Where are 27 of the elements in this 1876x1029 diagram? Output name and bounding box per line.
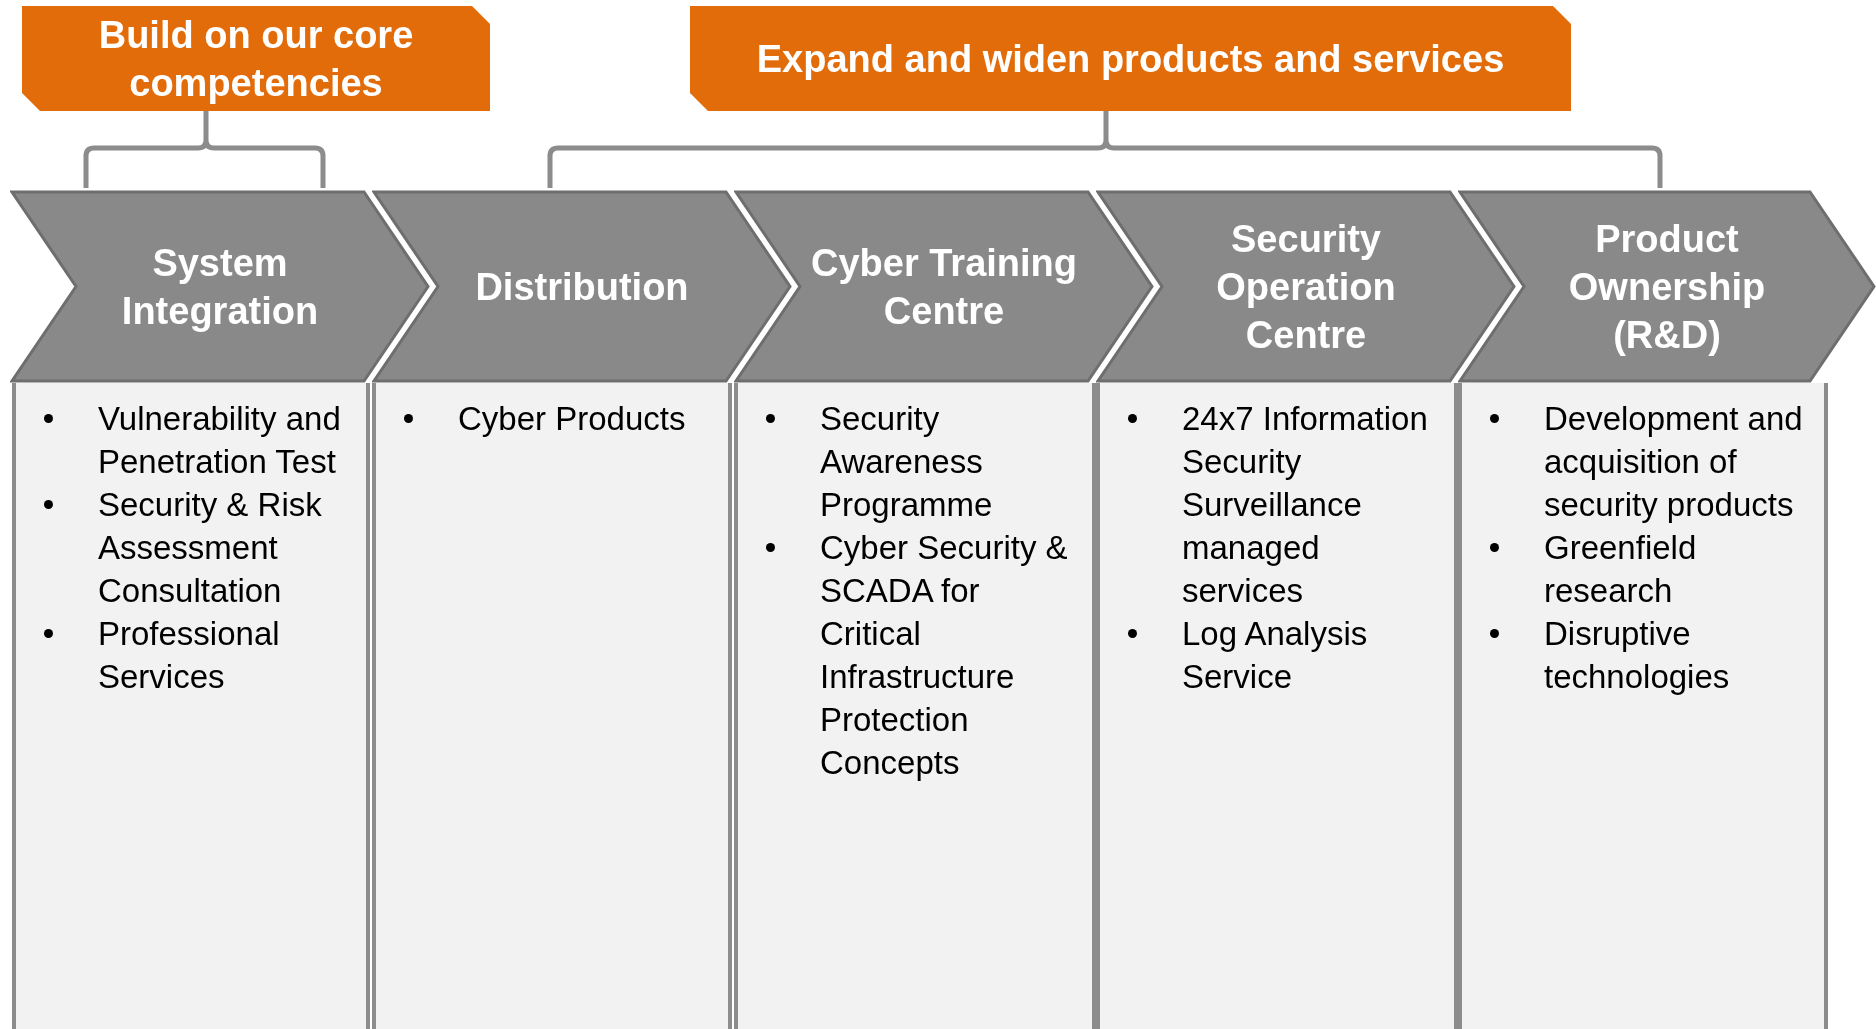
bullet-item: Cyber Products [458,399,686,439]
chevron-shape [734,190,1154,383]
heading-banner: Expand and widen products and services [690,6,1571,111]
heading-banner: Build on our core competencies [22,6,490,111]
stage-title: Product Ownership (R&D) [1567,216,1767,358]
stage-title: System Integration [120,240,320,334]
stage-title: Cyber Training Centre [809,240,1079,334]
bullet-item: Disruptive technologies [1544,614,1731,697]
bullet-item: Vulnerability and Penetration Test [98,399,342,482]
stage-title: Distribution [474,264,690,310]
column-panel [734,383,1096,1029]
bullet-item: Development and acquisition of security products [1544,399,1804,525]
bullet-item: Log Analysis Service [1182,614,1369,697]
stage-title: Security Operation Centre [1215,216,1397,358]
chevron-shape [372,190,792,383]
bullet-item: 24x7 Information Security Surveillance managed services [1182,399,1429,611]
chevron-shape [1096,190,1516,383]
bullet-item: Cyber Security & SCADA for Critical Infrastructure Protection Concepts [820,528,1069,783]
column-panel [372,383,732,1029]
bullet-item: Greenfield research [1544,528,1698,611]
bullet-item: Professional Services [98,614,281,697]
chevron-shape [1458,190,1876,383]
chevron-shape [10,190,430,383]
column-panel [12,383,370,1029]
bullet-item: Security Awareness Programme [820,399,994,525]
column-panel [1458,383,1828,1029]
bullet-item: Security & Risk Assessment Consultation [98,485,323,611]
